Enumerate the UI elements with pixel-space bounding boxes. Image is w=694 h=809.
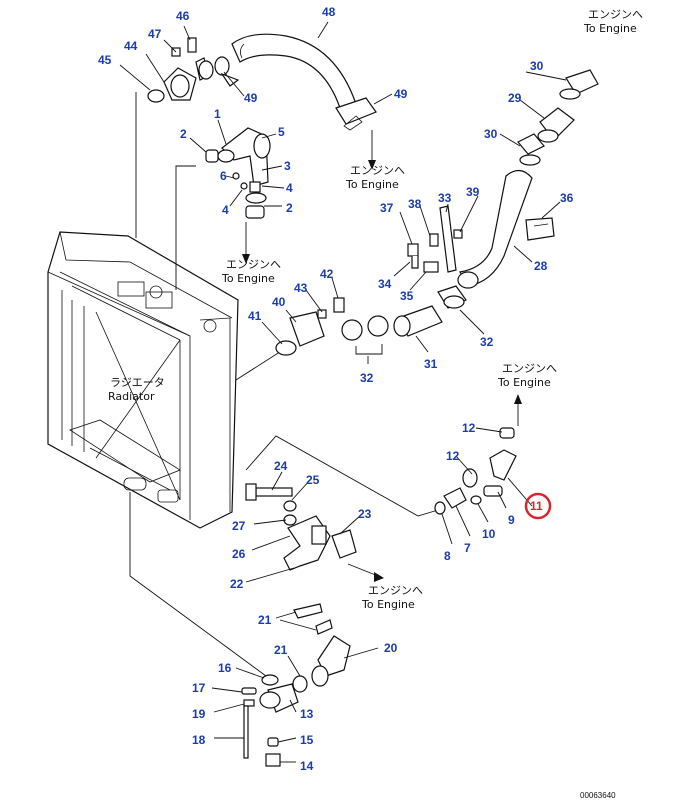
note-23-en: To Engine — [361, 598, 415, 611]
callout-40: 40 — [272, 295, 286, 309]
callout-42: 42 — [320, 267, 334, 281]
callout-14: 14 — [300, 759, 314, 773]
callout-46: 46 — [176, 9, 190, 23]
callout-18: 18 — [192, 733, 206, 747]
leader-lines — [119, 21, 567, 763]
callout-4a: 4 — [286, 181, 293, 195]
callout-numbers: 46 47 44 45 48 49 49 1 2 5 3 6 4 4 2 30 … — [98, 5, 574, 773]
inlet-pipe-group — [245, 483, 357, 571]
callout-16: 16 — [218, 661, 232, 675]
callout-43: 43 — [294, 281, 308, 295]
callout-44: 44 — [124, 39, 138, 53]
callout-21b: 21 — [274, 643, 288, 657]
callout-3: 3 — [284, 159, 291, 173]
radiator-label-jp: ラジエータ — [110, 376, 165, 389]
highlighted-callout-11: 11 — [524, 492, 552, 520]
radiator-label-en: Radiator — [108, 390, 155, 403]
callout-2a: 2 — [180, 127, 187, 141]
callout-37: 37 — [380, 201, 394, 215]
note-12-en: To Engine — [497, 376, 551, 389]
callout-8: 8 — [444, 549, 451, 563]
callout-45: 45 — [98, 53, 112, 67]
callout-31: 31 — [424, 357, 438, 371]
callout-38: 38 — [408, 197, 422, 211]
callout-49b: 49 — [394, 87, 408, 101]
callout-30b: 30 — [484, 127, 498, 141]
callout-22: 22 — [230, 577, 244, 591]
callout-13: 13 — [300, 707, 314, 721]
engine-notes: エンジンへ To Engine エンジンへ To Engine エンジンへ To… — [221, 8, 643, 611]
callout-1: 1 — [214, 107, 221, 121]
callout-48: 48 — [322, 5, 336, 19]
callout-23: 23 — [358, 507, 372, 521]
callout-36: 36 — [560, 191, 574, 205]
callout-25: 25 — [306, 473, 320, 487]
note-4-jp: エンジンへ — [226, 258, 281, 271]
callout-7: 7 — [464, 541, 471, 555]
callout-12a: 12 — [462, 421, 476, 435]
callout-32a: 32 — [480, 335, 494, 349]
outlet-elbow-group — [147, 33, 377, 131]
callout-19: 19 — [192, 707, 206, 721]
callout-21a: 21 — [258, 613, 272, 627]
callout-28: 28 — [534, 259, 548, 273]
callout-15: 15 — [300, 733, 314, 747]
callout-47: 47 — [148, 27, 162, 41]
callout-20: 20 — [384, 641, 398, 655]
callout-17: 17 — [192, 681, 206, 695]
note-23-jp: エンジンへ — [368, 584, 423, 597]
callout-34: 34 — [378, 277, 392, 291]
water-outlet-group — [205, 127, 271, 219]
callout-6: 6 — [220, 169, 227, 183]
note-48-jp: エンジンへ — [350, 164, 405, 177]
callout-11: 11 — [530, 499, 543, 513]
callout-5: 5 — [278, 125, 285, 139]
callout-41: 41 — [248, 309, 262, 323]
callout-24: 24 — [274, 459, 288, 473]
water-pump-hose-group — [275, 69, 599, 356]
callout-27: 27 — [232, 519, 246, 533]
note-4-en: To Engine — [221, 272, 275, 285]
radiator: ラジエータ Radiator — [47, 231, 239, 529]
callout-35: 35 — [400, 289, 414, 303]
callout-33: 33 — [438, 191, 452, 205]
callout-12b: 12 — [446, 449, 460, 463]
callout-26: 26 — [232, 547, 246, 561]
callout-39: 39 — [466, 185, 480, 199]
callout-49a: 49 — [244, 91, 258, 105]
note-top-en: To Engine — [583, 22, 637, 35]
note-top-jp: エンジンへ — [588, 8, 643, 21]
callout-29: 29 — [508, 91, 522, 105]
callout-32b: 32 — [360, 371, 374, 385]
callout-4b: 4 — [222, 203, 229, 217]
note-48-en: To Engine — [345, 178, 399, 191]
note-12-jp: エンジンへ — [502, 362, 557, 375]
callout-9: 9 — [508, 513, 515, 527]
heater-hose-group — [434, 427, 517, 515]
callout-30a: 30 — [530, 59, 544, 73]
drain-group — [241, 603, 351, 767]
callout-2b: 2 — [286, 201, 293, 215]
callout-10: 10 — [482, 527, 496, 541]
figure-code: 00063640 — [580, 791, 616, 800]
